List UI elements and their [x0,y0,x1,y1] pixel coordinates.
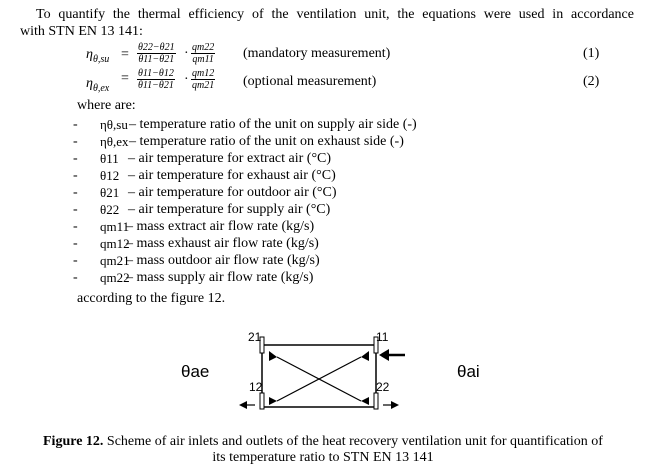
port-label-22: 22 [376,380,390,394]
arrow-icon [269,397,277,405]
definition-description: – mass supply air flow rate (kg/s) [126,270,314,285]
definition-description: – air temperature for extract air (°C) [128,151,332,166]
flow-line-extract-to-exhaust [276,356,362,402]
according-line: according to the figure 12. [77,291,226,306]
definition-description: – mass extract air flow rate (kg/s) [126,219,315,234]
definition-symbol: θ11 [100,151,119,166]
port-21 [259,336,265,354]
figure-caption: Figure 12. Scheme of air inlets and outl… [20,434,626,466]
equation-1-lhs: ηθ,su [86,47,110,65]
port-22 [373,392,379,410]
definition-description: – mass outdoor air flow rate (kg/s) [126,253,320,268]
equation-2-fraction-temperature: θ11−θ12 θ11−θ21 [137,68,175,91]
port-label-21: 21 [248,330,262,344]
definition-description: – air temperature for supply air (°C) [128,202,331,217]
definition-symbol: θ21 [100,185,120,200]
diagram-left-label: θae [181,362,209,381]
definition-symbol: ηθ,su [100,117,128,132]
definition-description: – mass exhaust air flow rate (kg/s) [126,236,319,251]
definition-description: – temperature ratio of the unit on suppl… [129,117,417,132]
definition-symbol: ηθ,ex [100,134,129,149]
arrow-icon [269,351,277,361]
definition-symbol: θ22 [100,202,120,217]
definition-symbol: θ12 [100,168,120,183]
definition-symbol: qm21 [100,253,130,268]
intro-line-2: with STN EN 13 141: [20,24,143,39]
equation-1-fraction-temperature: θ22−θ21 θ11−θ21 [137,42,176,65]
caption-text: Scheme of air inlets and outlets of the … [103,434,603,449]
port-12 [259,392,265,410]
caption-text-line-2: its temperature ratio to STN EN 13 141 [212,450,434,465]
definition-description: – temperature ratio of the unit on exhau… [129,134,404,149]
arrow-left-icon [379,349,389,361]
port-11 [373,336,379,354]
equation-1-number: (1) [583,46,600,61]
equation-1-note: (mandatory measurement) [243,46,391,61]
definition-description: – air temperature for outdoor air (°C) [128,185,337,200]
equation-2-fraction-flow: qm12 qm21 [191,68,216,91]
port-label-11: 11 [376,330,389,344]
unit-box [261,344,377,408]
caption-label: Figure 12. [43,434,104,449]
where-label: where are: [77,98,136,113]
arrow-icon [361,351,369,361]
port-label-12: 12 [249,380,263,394]
definition-symbol: qm12 [100,236,130,251]
definition-description: – air temperature for exhaust air (°C) [128,168,336,183]
arrow-right-icon [391,401,399,409]
arrow-icon [361,397,369,405]
equation-2-note: (optional measurement) [243,74,377,89]
intro-line-1: To quantify the thermal efficiency of th… [36,7,634,22]
heat-recovery-scheme-diagram: θae θai 21 11 12 22 [181,330,480,410]
definition-symbol: qm11 [100,219,130,234]
definition-symbol: qm22 [100,270,130,285]
diagram-right-label: θai [457,362,480,381]
arrow-left-icon [239,401,247,409]
equation-2-number: (2) [583,74,600,89]
equation-2-lhs: ηθ,ex [86,76,110,94]
equation-1-fraction-flow: qm22 qm11 [191,42,216,65]
